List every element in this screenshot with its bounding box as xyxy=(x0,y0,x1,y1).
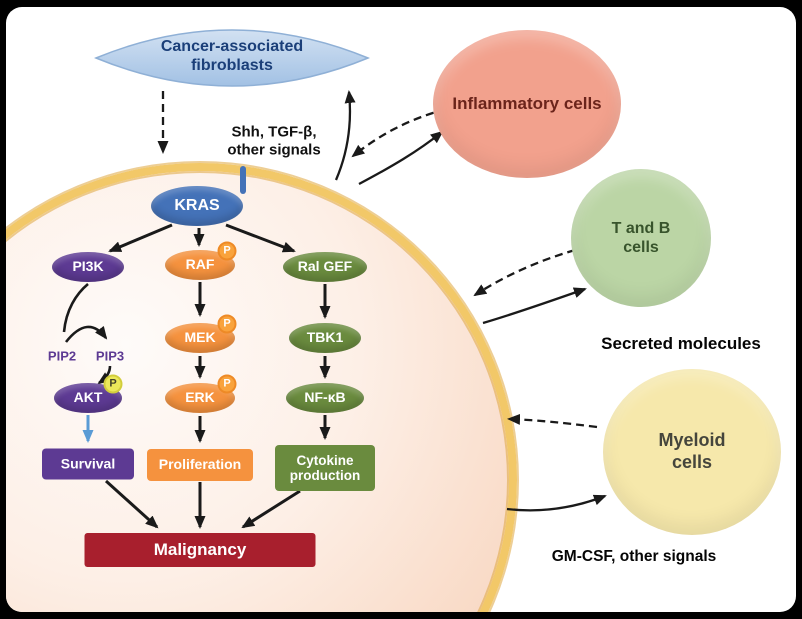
fibroblasts-label-line2: fibroblasts xyxy=(191,57,273,74)
inflammatory-cells-node: Inflammatory cells xyxy=(433,30,621,178)
t-and-b-cells-label-line2: cells xyxy=(623,239,659,256)
secreted-molecules-label: Secreted molecules xyxy=(601,333,761,353)
node-ralgef-label: Ral GEF xyxy=(297,258,353,275)
arrow-cell-to-fibroblasts xyxy=(334,90,356,181)
node-akt-label: AKT xyxy=(73,389,103,406)
node-nfkb-label: NF-κB xyxy=(304,389,346,406)
mek-phospho-label: P xyxy=(223,317,231,330)
node-kras: KRAS xyxy=(151,186,243,226)
node-cytokine-label-line1: Cytokine xyxy=(296,452,354,468)
arrow-pip2-pip3 xyxy=(64,325,108,343)
node-survival-label: Survival xyxy=(60,455,116,472)
arrow-pi3k-pip2 xyxy=(62,283,89,333)
shh-signals-line2: other signals xyxy=(227,141,321,158)
arrow-cytokine-malignancy xyxy=(241,489,301,529)
node-raf-label: RAF xyxy=(185,256,215,273)
akt-phospho-label: P xyxy=(109,377,117,390)
arrow-cell-to-inflammatory xyxy=(358,130,444,186)
erk-phospho-label: P xyxy=(223,377,231,390)
node-kras-label: KRAS xyxy=(174,197,220,215)
node-ralgef: Ral GEF xyxy=(283,252,367,282)
arrow-cell-to-myeloid xyxy=(506,494,607,512)
t-and-b-cells-label-line1: T and B xyxy=(611,219,671,237)
node-erk-label: ERK xyxy=(185,389,215,406)
akt-phospho-badge: P xyxy=(103,374,123,394)
node-cytokine-label-line2: production xyxy=(289,468,361,483)
node-pi3k: PI3K xyxy=(52,252,124,282)
myeloid-cells-label-line1: Myeloid xyxy=(658,430,726,451)
t-and-b-cells-node: T and B cells xyxy=(571,169,711,307)
pip2-label: PIP2 xyxy=(47,348,77,364)
node-proliferation-label: Proliferation xyxy=(158,456,242,473)
node-survival: Survival xyxy=(42,448,134,480)
arrow-tb-to-cell xyxy=(473,248,576,297)
shh-signals-label: Shh, TGF-β, other signals xyxy=(227,123,320,158)
node-nfkb: NF-κB xyxy=(286,383,364,413)
myeloid-cells-node: Myeloid cells xyxy=(603,369,781,535)
pip3-label: PIP3 xyxy=(95,348,125,364)
node-malignancy: Malignancy xyxy=(84,533,316,567)
inflammatory-cells-label: Inflammatory cells xyxy=(452,93,602,113)
raf-phospho-badge: P xyxy=(217,241,237,261)
shh-signals-line1: Shh, TGF-β, xyxy=(231,123,317,141)
receptor-line xyxy=(240,166,246,194)
mek-phospho-badge: P xyxy=(217,314,237,334)
arrow-inflammatory-to-cell xyxy=(351,107,447,158)
node-cytokine-production: Cytokine production xyxy=(275,445,375,491)
node-tbk1-label: TBK1 xyxy=(306,329,344,346)
node-tbk1: TBK1 xyxy=(289,323,361,353)
gm-csf-label: GM-CSF, other signals xyxy=(551,547,717,565)
arrow-myeloid-to-cell xyxy=(507,413,598,429)
node-mek-label: MEK xyxy=(184,329,216,346)
node-proliferation: Proliferation xyxy=(147,449,253,481)
fibroblasts-label-line1: Cancer-associated xyxy=(160,38,304,56)
arrow-cell-to-tb xyxy=(482,287,587,325)
raf-phospho-label: P xyxy=(223,244,231,257)
fibroblasts-label: Cancer-associated fibroblasts xyxy=(161,38,303,76)
myeloid-cells-label-line2: cells xyxy=(671,452,713,472)
arrow-kras-pi3k xyxy=(108,223,173,253)
arrow-kras-ralgef xyxy=(225,223,296,253)
fibroblasts-shape xyxy=(94,29,370,87)
node-malignancy-label: Malignancy xyxy=(153,540,247,560)
node-pi3k-label: PI3K xyxy=(72,258,104,275)
erk-phospho-badge: P xyxy=(217,374,237,394)
arrow-survival-malignancy xyxy=(104,479,159,529)
